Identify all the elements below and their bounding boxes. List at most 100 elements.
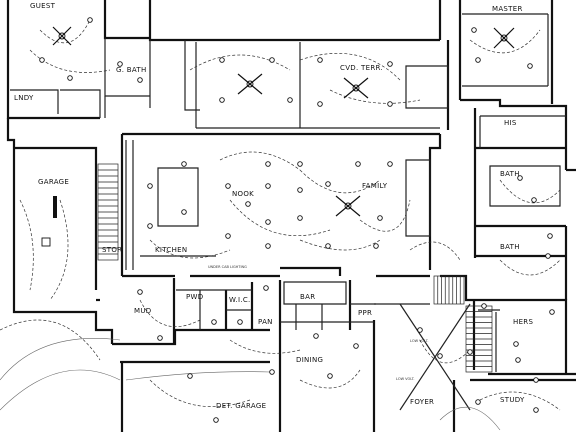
light-fixture-icon <box>313 333 319 339</box>
light-fixture-icon <box>211 319 217 325</box>
room-label-garage: GARAGE <box>38 178 69 186</box>
light-fixture-icon <box>467 349 473 355</box>
room-label-det-garage: DET. GARAGE <box>216 402 266 410</box>
light-fixture-icon <box>287 97 293 103</box>
room-label-bar: BAR <box>300 293 315 301</box>
light-fixture-icon <box>297 215 303 221</box>
room-label-guest: GUEST <box>30 2 56 10</box>
light-fixture-icon <box>533 377 539 383</box>
room-label-his: HIS <box>504 119 517 127</box>
light-fixture-icon <box>265 243 271 249</box>
room-label-stor: STOR <box>102 246 122 254</box>
light-fixture-icon <box>355 161 361 167</box>
light-fixture-icon <box>547 233 553 239</box>
light-fixture-icon <box>225 233 231 239</box>
light-fixture-icon <box>513 341 519 347</box>
light-fixture-icon <box>265 161 271 167</box>
room-label-bath-lower: BATH <box>500 243 520 251</box>
light-fixture-icon <box>213 417 219 423</box>
light-fixture-icon <box>353 343 359 349</box>
light-fixture-icon <box>219 97 225 103</box>
light-fixture-icon <box>317 57 323 63</box>
walls <box>6 0 576 432</box>
light-fixture-icon <box>533 407 539 413</box>
light-fixture-icon <box>531 197 537 203</box>
light-fixture-icon <box>325 181 331 187</box>
light-fixture-icon <box>527 63 533 69</box>
light-fixture-icon <box>269 57 275 63</box>
light-fixture-icon <box>181 209 187 215</box>
ceiling-fan-icon <box>343 77 369 99</box>
light-fixture-icon <box>87 17 93 23</box>
light-fixture-icon <box>417 327 423 333</box>
light-fixture-icon <box>377 215 383 221</box>
light-fixture-icon <box>219 57 225 63</box>
room-label-g-bath: G. BATH <box>116 66 147 74</box>
room-label-ppr: PPR <box>358 309 372 317</box>
ceiling-fans <box>52 26 515 217</box>
light-fixture-icon <box>437 353 443 359</box>
light-fixture-icon <box>225 183 231 189</box>
room-label-hers: HERS <box>513 318 533 326</box>
note-foyer-1: LOW VOLT. <box>410 339 429 343</box>
light-fixture-icon <box>481 303 487 309</box>
light-fixture-icon <box>297 161 303 167</box>
stairs-right <box>433 275 465 305</box>
light-fixture-icon <box>549 309 555 315</box>
room-label-nook: NOOK <box>232 190 254 198</box>
light-fixture-icon <box>387 101 393 107</box>
light-fixture-icon <box>147 223 153 229</box>
light-fixture-icon <box>545 253 551 259</box>
ceiling-fan-icon <box>237 73 263 95</box>
room-label-laundry: LNDY <box>14 94 34 102</box>
light-fixture-icon <box>475 399 481 405</box>
light-fixture-icon <box>325 243 331 249</box>
light-fixture-icon <box>265 219 271 225</box>
light-fixture-icon <box>245 201 251 207</box>
room-label-cvd-terr: CVD. TERR. <box>340 64 383 72</box>
room-label-kitchen: KITCHEN <box>155 246 187 254</box>
room-label-wic: W.I.C. <box>229 296 251 304</box>
annotations: UNDER CAB LIGHTING LOW VOLT. LOW VOLT. <box>208 265 429 381</box>
room-label-bath-upper: BATH <box>500 170 520 178</box>
light-fixture-icon <box>265 183 271 189</box>
light-fixture-icon <box>297 187 303 193</box>
light-fixture-icon <box>157 335 163 341</box>
light-fixture-icon <box>387 61 393 67</box>
door-swings <box>0 338 501 431</box>
light-fixture-icon <box>373 243 379 249</box>
note-under-cabinet: UNDER CAB LIGHTING <box>208 265 247 269</box>
room-label-master: MASTER <box>492 5 523 13</box>
light-fixture-icon <box>327 373 333 379</box>
room-label-mud: MUD <box>134 307 151 315</box>
room-label-family: FAMILY <box>362 182 388 190</box>
note-foyer-2: LOW VOLT. <box>396 377 415 381</box>
light-fixtures <box>39 17 555 423</box>
light-fixture-icon <box>237 319 243 325</box>
wiring <box>0 19 561 411</box>
light-fixture-icon <box>517 175 523 181</box>
room-label-pan: PAN <box>258 318 273 326</box>
room-label-pwd: PWD <box>186 293 203 301</box>
room-label-foyer: FOYER <box>410 398 434 406</box>
light-fixture-icon <box>187 373 193 379</box>
ceiling-fan-icon <box>493 27 515 49</box>
light-fixture-icon <box>67 75 73 81</box>
ceiling-fan-icon <box>52 26 72 46</box>
light-fixture-icon <box>317 101 323 107</box>
light-fixture-icon <box>515 357 521 363</box>
light-fixture-icon <box>269 369 275 375</box>
garage-door-marker <box>41 196 57 247</box>
stairs-left <box>97 163 119 261</box>
light-fixture-icon <box>263 285 269 291</box>
light-fixture-icon <box>39 57 45 63</box>
ceiling-fan-icon <box>335 195 361 217</box>
light-fixture-icon <box>471 27 477 33</box>
room-label-dining: DINING <box>296 356 323 364</box>
light-fixture-icon <box>147 183 153 189</box>
room-labels: GUEST MASTER G. BATH CVD. TERR. LNDY HIS… <box>14 2 533 410</box>
light-fixture-icon <box>117 61 123 67</box>
light-fixture-icon <box>137 77 143 83</box>
light-fixture-icon <box>387 161 393 167</box>
